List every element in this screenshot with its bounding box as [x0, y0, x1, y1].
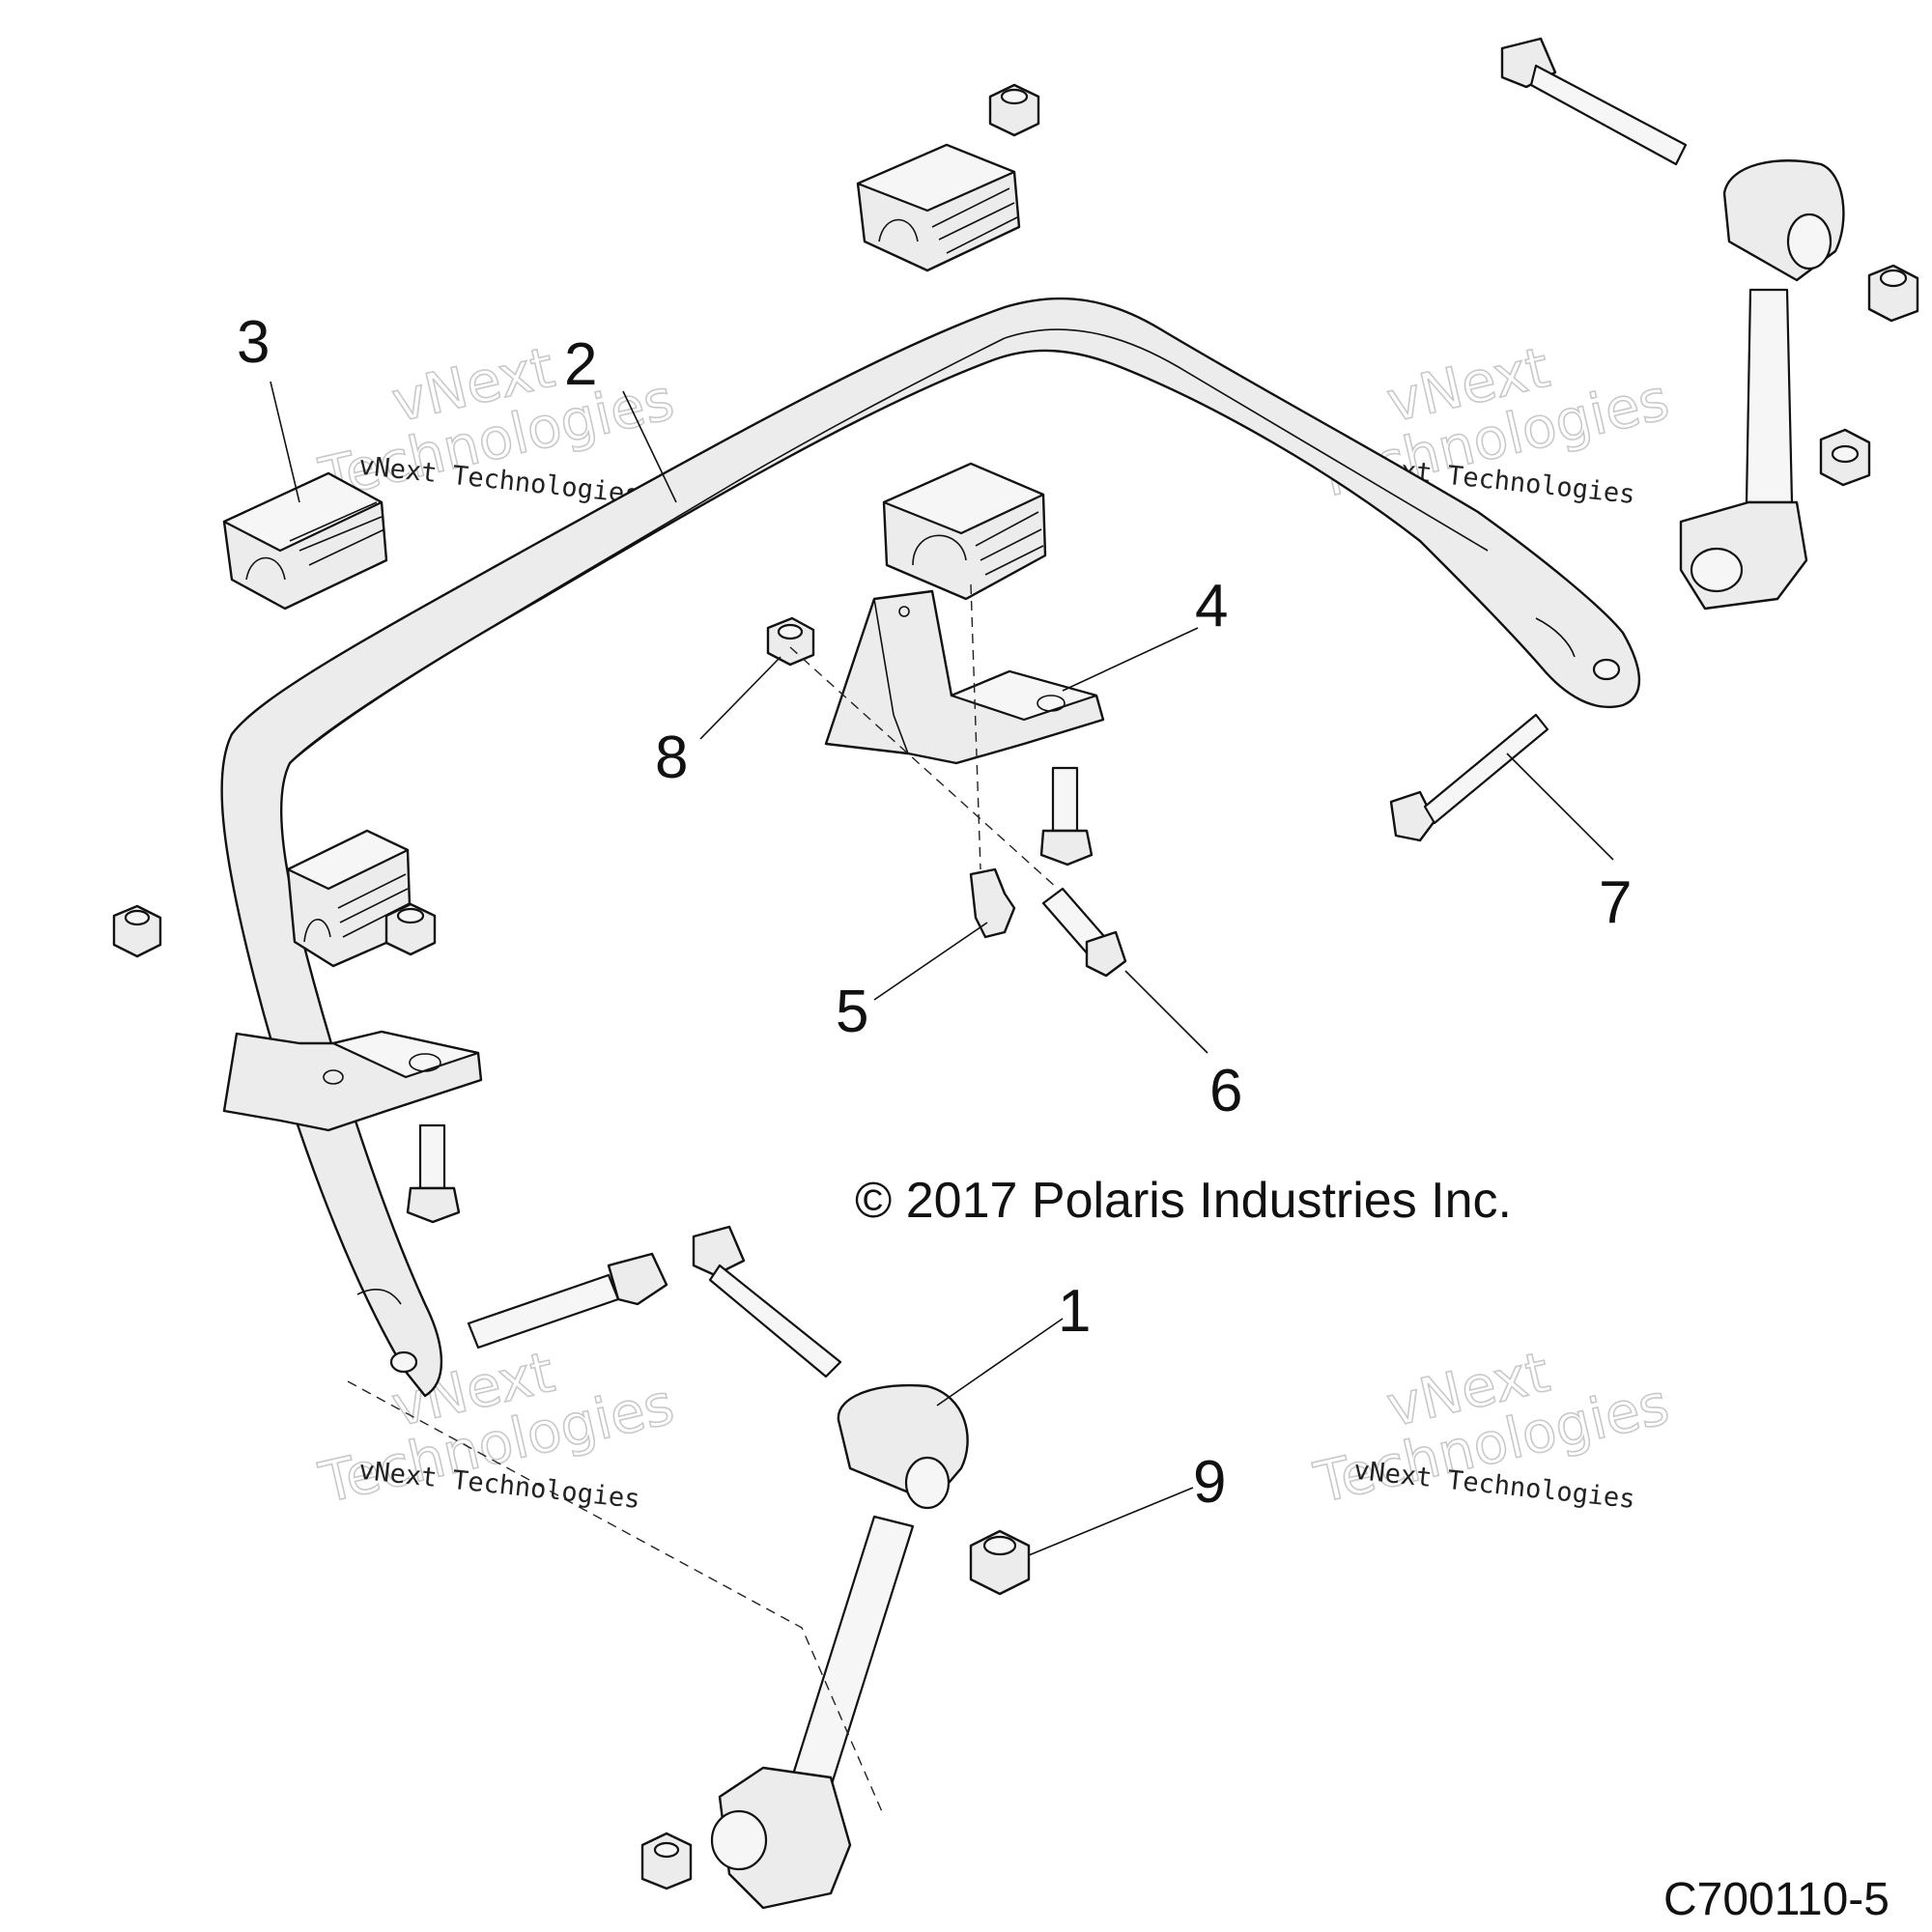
flange-nut-9 — [969, 1529, 1031, 1596]
callout-2: 2 — [564, 331, 597, 398]
bolt-center-vertical — [1039, 766, 1094, 867]
flange-nut-lower — [384, 902, 437, 956]
callout-1: 1 — [1058, 1278, 1091, 1345]
stabilizer-link-bottom — [710, 1383, 969, 1910]
flange-nut-8 — [766, 616, 815, 667]
bushing-center — [882, 462, 1047, 601]
callout-3: 3 — [237, 309, 270, 376]
bolt-7 — [1389, 713, 1549, 842]
flange-nut-right-2 — [1819, 428, 1871, 487]
mounting-bracket-left — [222, 1030, 483, 1132]
callout-7: 7 — [1599, 869, 1632, 936]
flange-nut-bottom — [640, 1832, 693, 1890]
bolt-6 — [1041, 887, 1127, 978]
dash-line-nut-to-bolt — [789, 646, 1059, 890]
figure-code: C700110-5 — [1663, 1874, 1889, 1925]
callout-9: 9 — [1193, 1449, 1226, 1516]
copyright-text: © 2017 Polaris Industries Inc. — [855, 1173, 1512, 1229]
bushing-lower-left — [286, 829, 412, 968]
bolt-lower-diagonal — [692, 1225, 842, 1378]
stabilizer-link-top-right — [1679, 159, 1845, 611]
stabilizer-bar — [220, 297, 1641, 1398]
leader-lines — [270, 381, 1614, 1556]
callout-4: 4 — [1195, 573, 1228, 639]
bolt-top-right — [1500, 37, 1688, 166]
bolt-lower-horizontal — [467, 1252, 668, 1350]
mounting-bracket-center — [824, 589, 1105, 765]
callout-6: 6 — [1209, 1058, 1242, 1124]
callout-8: 8 — [655, 724, 688, 791]
callout-5: 5 — [836, 979, 868, 1045]
dash-line-bar-to-link — [347, 1380, 885, 1817]
watermark-bottom-left: vNext Technologies vNext Technologies — [313, 1338, 681, 1517]
watermark-bottom-right: vNext Technologies vNext Technologies — [1308, 1338, 1676, 1517]
bolt-lower-left — [406, 1123, 461, 1224]
flange-nut-right-1 — [1867, 264, 1919, 323]
bushing-left — [222, 471, 388, 611]
flange-nut-top — [988, 83, 1040, 137]
flange-nut-left — [112, 904, 162, 958]
bushing-top — [856, 143, 1021, 272]
grease-fitting — [969, 867, 1016, 939]
dash-line-bushing-to-fitting — [970, 583, 981, 870]
